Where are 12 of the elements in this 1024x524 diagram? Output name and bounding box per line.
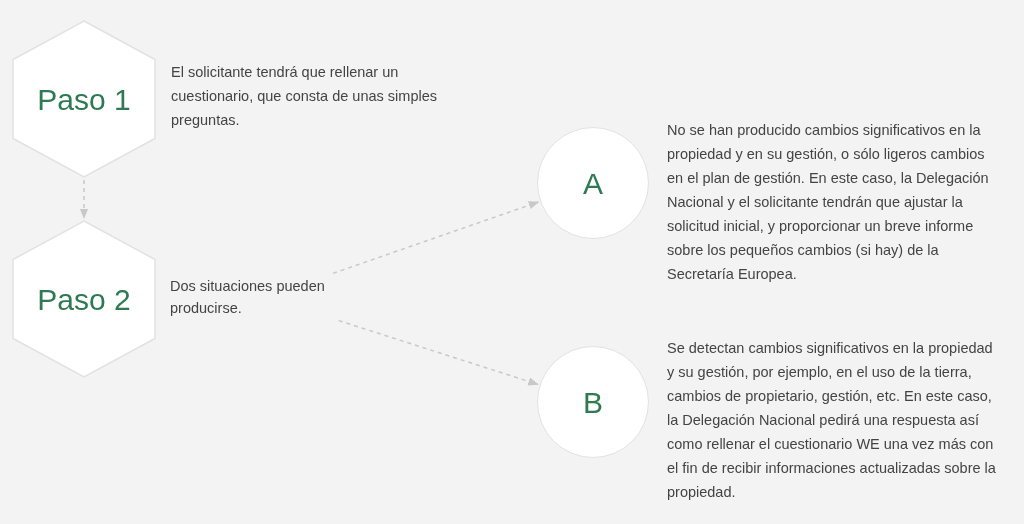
hexagon-node — [12, 20, 156, 178]
arrow — [338, 319, 539, 386]
node-label: A — [583, 165, 603, 202]
node-label: Paso 2 — [37, 281, 131, 318]
node-label: Paso 1 — [37, 81, 131, 118]
description-text: Dos situaciones pueden producirse. — [170, 277, 326, 318]
hexagon-node — [12, 220, 156, 378]
description-text: No se han producido cambios significativos en la propiedad y en su gestión, o sólo ligeros cambios en el plan de gestión. En este caso, la Delegación Nacional y el solicitante tendrán que ajustar la solicitud inicial, y proporcionar un breve informe sobre los pequeños cambios (si hay) de la Secretaría Europea. — [667, 121, 990, 284]
description-text: Se detectan cambios significativos en la propiedad y su gestión, por ejemplo, en el uso de la tierra, cambios de propietario, gestión, etc. En este caso, la Delegación Nacional pedirá una respuesta así como rellenar el cuestionario WE una vez más con el fin de recibir informaciones actualizadas sobre la propiedad. — [667, 339, 997, 502]
node-label: B — [583, 384, 603, 421]
arrow — [79, 179, 89, 220]
description-text: El solicitante tendrá que rellenar un cuestionario, que consta de unas simples preguntas. — [171, 63, 438, 130]
